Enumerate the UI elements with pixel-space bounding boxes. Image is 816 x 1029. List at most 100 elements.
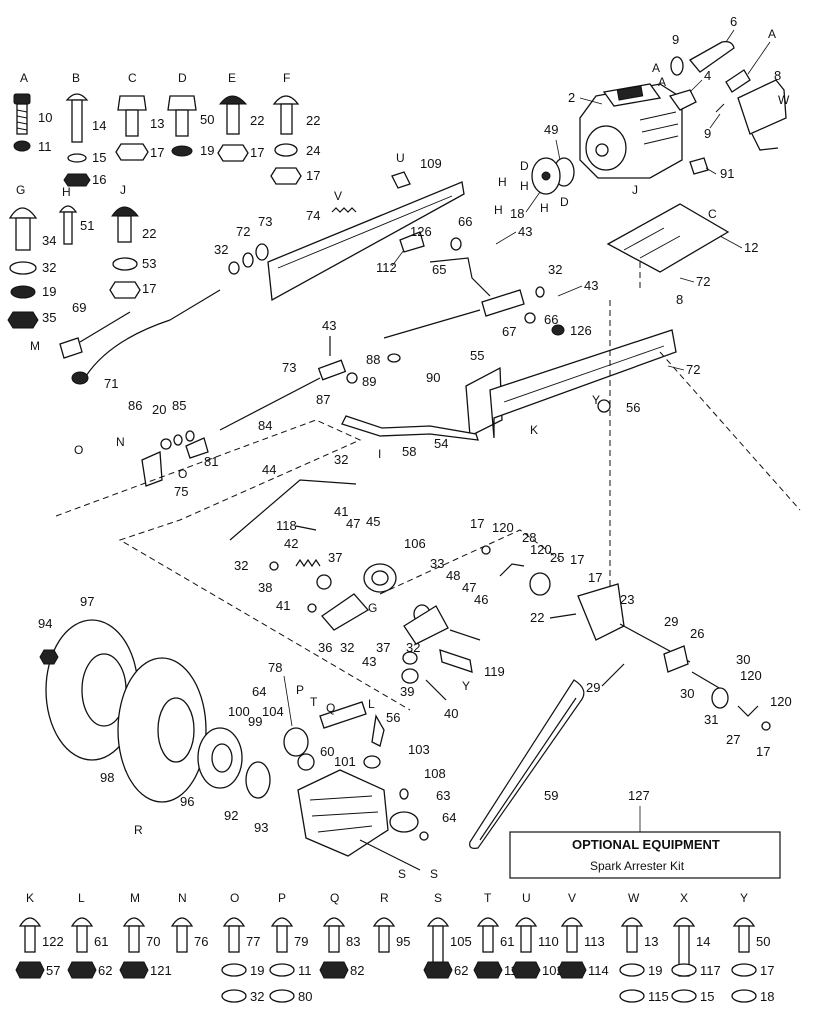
svg-text:U: U	[396, 151, 405, 165]
bracket-75	[141, 451, 163, 487]
svg-text:17: 17	[306, 168, 320, 183]
svg-text:G: G	[368, 601, 377, 615]
svg-text:O: O	[74, 443, 83, 457]
axle-shaft	[359, 839, 421, 871]
hw-part-num: 121	[150, 963, 172, 978]
hw-part-num: 95	[396, 934, 410, 949]
carriage-bolt-head	[218, 95, 248, 105]
bolt-shank	[71, 99, 83, 143]
pulley-38	[316, 574, 332, 590]
svg-text:43: 43	[518, 224, 532, 239]
main-frame-rail	[489, 329, 677, 439]
boot-103	[363, 755, 381, 769]
washer	[671, 963, 697, 977]
washer	[9, 261, 37, 275]
svg-text:118: 118	[276, 518, 297, 533]
screw	[715, 103, 725, 113]
bolt-shank	[738, 925, 750, 953]
hex-nut	[63, 173, 91, 187]
hw-part-num: 50	[756, 934, 770, 949]
optional-equipment-box: 127 OPTIONAL EQUIPMENT Spark Arrester Ki…	[509, 788, 781, 879]
bolt-shank	[328, 925, 340, 953]
svg-text:29: 29	[586, 680, 600, 695]
spring-74	[331, 207, 357, 213]
gear-78	[283, 727, 309, 757]
swivel-87	[317, 359, 347, 381]
lock-washer	[10, 285, 36, 299]
svg-text:67: 67	[502, 324, 516, 339]
bolt-shank	[226, 103, 240, 135]
svg-text:94: 94	[38, 616, 52, 631]
svg-text:Y: Y	[462, 679, 470, 693]
bolt-shank	[125, 109, 139, 137]
nut-17d	[761, 721, 771, 731]
hw-part-num: 113	[584, 934, 605, 949]
svg-text:35: 35	[42, 310, 56, 325]
nut-32	[535, 286, 545, 298]
hw-part-num: 70	[146, 934, 160, 949]
svg-text:2: 2	[568, 90, 575, 105]
svg-text:126: 126	[410, 224, 432, 239]
svg-text:32: 32	[234, 558, 248, 573]
hw-part-num: 110	[538, 934, 559, 949]
svg-text:14: 14	[92, 118, 106, 133]
hardware-legend-top: A 10 11 B 14 15 16 C 13 17 D 50 19 E 22	[7, 71, 320, 329]
svg-text:25: 25	[550, 550, 564, 565]
svg-text:W: W	[778, 93, 790, 107]
bolt-shank	[378, 925, 390, 953]
washer	[619, 963, 645, 977]
bolt-shank	[24, 925, 36, 953]
carriage-bolt-head	[272, 95, 300, 105]
carriage-bolt-head	[58, 205, 78, 213]
svg-text:72: 72	[686, 362, 700, 377]
nut-88	[346, 372, 358, 384]
svg-text:O: O	[178, 467, 187, 481]
svg-text:106: 106	[404, 536, 426, 551]
idler-arm-36	[321, 593, 370, 631]
svg-text:60: 60	[320, 744, 334, 759]
bolt-head	[476, 917, 500, 927]
svg-text:38: 38	[258, 580, 272, 595]
svg-text:69: 69	[72, 300, 86, 315]
bolt-shank	[63, 211, 73, 245]
hw-part-num: 102	[542, 963, 564, 978]
nut-32f	[402, 651, 418, 665]
svg-text:36: 36	[318, 640, 332, 655]
nut-41	[307, 603, 317, 613]
hex-nut	[115, 143, 149, 161]
upper-frame-linkage: U 109 74 V 112 126 66 43 65 73 72 32 69 …	[30, 151, 700, 541]
washer	[274, 143, 298, 157]
shift-lever	[371, 714, 385, 747]
hw-letter-M: M	[130, 891, 140, 905]
svg-text:47: 47	[346, 516, 360, 531]
svg-text:N: N	[116, 435, 125, 449]
gasket	[670, 56, 684, 76]
bolt-head	[167, 95, 197, 111]
shift-arm	[319, 701, 367, 729]
control-bracket	[267, 181, 465, 302]
svg-text:H: H	[520, 179, 529, 193]
hw-letter-K: K	[26, 891, 34, 905]
svg-text:108: 108	[424, 766, 446, 781]
bolt-head	[222, 917, 246, 927]
svg-text:81: 81	[204, 454, 218, 469]
washer	[221, 963, 247, 977]
svg-text:97: 97	[80, 594, 94, 609]
washer-73	[255, 243, 269, 261]
carriage-bolt-head	[111, 206, 140, 217]
svg-text:120: 120	[492, 520, 514, 535]
nut-17	[481, 545, 491, 555]
svg-text:59: 59	[544, 788, 558, 803]
svg-text:D: D	[520, 159, 529, 173]
svg-text:K: K	[530, 423, 538, 437]
svg-text:H: H	[62, 185, 71, 199]
bolt-shank	[175, 109, 189, 137]
bolt-head	[322, 917, 346, 927]
svg-text:86: 86	[128, 398, 142, 413]
lever-54	[341, 415, 479, 441]
washer	[269, 963, 295, 977]
svg-text:19: 19	[42, 284, 56, 299]
idler-clutch-assembly: 118 41 47 45 106 42 32 37 38 41 36 32 43…	[234, 504, 505, 721]
svg-text:75: 75	[174, 484, 188, 499]
